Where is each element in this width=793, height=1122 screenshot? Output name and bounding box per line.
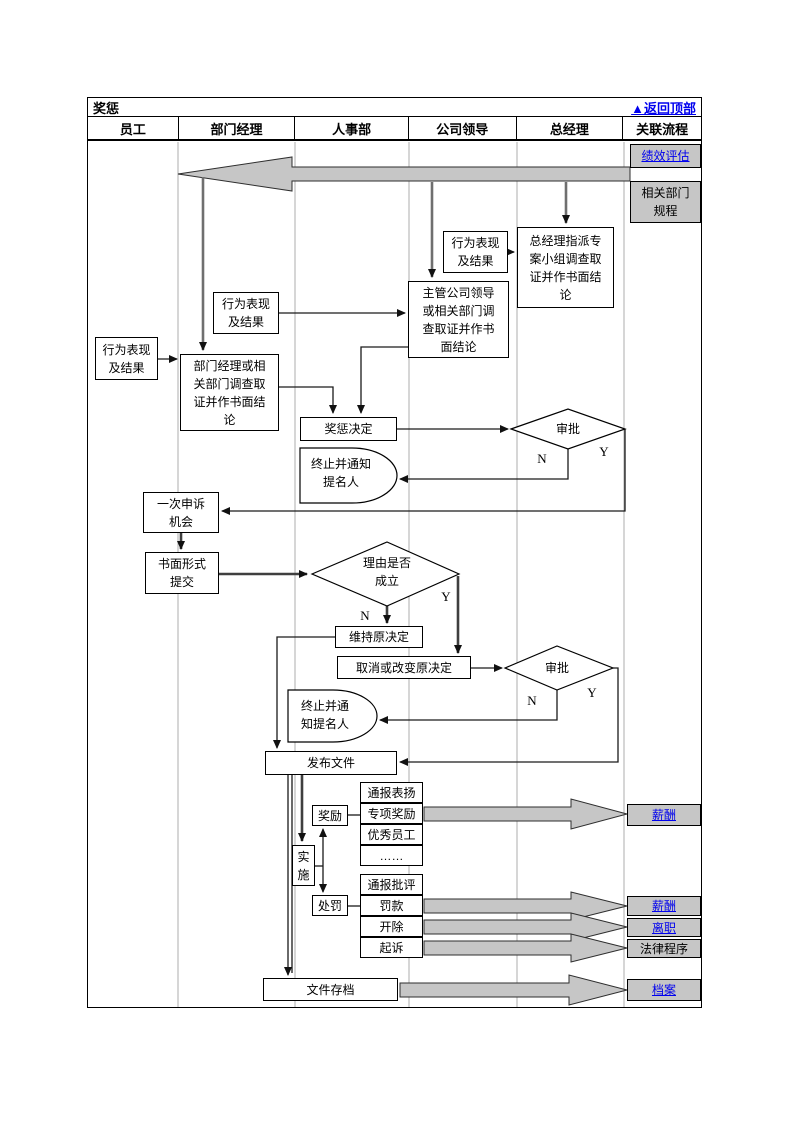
node-archive-file: 文件存档	[263, 978, 398, 1001]
up-triangle-icon: ▲	[631, 100, 644, 116]
related-performance-review[interactable]: 绩效评估	[630, 144, 701, 168]
node-reward: 奖励	[312, 805, 348, 826]
performance-review-link[interactable]: 绩效评估	[641, 149, 690, 163]
column-header-dept-manager: 部门经理	[179, 117, 296, 139]
related-dept-rules: 相关部门 规程	[630, 181, 701, 223]
node-behavior-leaders: 行为表现 及结果	[443, 231, 508, 273]
node-gm-investigation: 总经理指派专 案小组调查取 证并作书面结 论	[517, 227, 614, 308]
node-reward-item-praise: 通报表扬	[360, 782, 423, 803]
title-row: 奖惩 ▲返回顶部	[88, 98, 701, 117]
branch-no-3: N	[527, 693, 537, 708]
node-reward-item-excellent: 优秀员工	[360, 824, 423, 845]
node-punish: 处罚	[312, 895, 348, 916]
node-reward-item-special: 专项奖励	[360, 803, 423, 824]
node-appeal-chance: 一次申诉 机会	[143, 492, 219, 533]
column-header-row: 员工 部门经理 人事部 公司领导 总经理 关联流程	[88, 117, 701, 141]
column-header-company-leaders: 公司领导	[409, 117, 517, 139]
node-dept-investigation: 部门经理或相 关部门调查取 证并作书面结 论	[180, 354, 279, 431]
related-resign[interactable]: 离职	[627, 918, 701, 937]
node-behavior-dept-manager: 行为表现 及结果	[213, 292, 279, 334]
related-legal-procedure: 法律程序	[627, 939, 701, 958]
label-reason-valid: 理由是否 成立	[362, 556, 411, 588]
related-archive[interactable]: 档案	[627, 979, 701, 1001]
node-punish-item-fire: 开除	[360, 916, 423, 937]
node-publish-document: 发布文件	[265, 751, 397, 775]
label-approve-1: 审批	[555, 422, 580, 436]
node-written-submit: 书面形式 提交	[145, 552, 219, 594]
related-salary-1[interactable]: 薪酬	[627, 804, 701, 826]
label-terminate-1: 终止并通知 提名人	[310, 457, 371, 489]
node-leader-investigation: 主管公司领导 或相关部门调 查取证并作书 面结论	[408, 281, 509, 358]
branch-yes-2: Y	[441, 589, 451, 604]
column-header-general-manager: 总经理	[517, 117, 624, 139]
branch-yes-1: Y	[599, 444, 609, 459]
branch-yes-3: Y	[587, 685, 597, 700]
node-decision: 奖惩决定	[300, 417, 397, 441]
back-to-top-label: 返回顶部	[643, 100, 696, 116]
archive-link[interactable]: 档案	[651, 983, 676, 997]
branch-no-1: N	[537, 451, 547, 466]
salary-link-1[interactable]: 薪酬	[651, 808, 676, 822]
node-implement: 实 施	[292, 845, 315, 886]
column-header-related-processes: 关联流程	[636, 121, 689, 137]
node-reward-item-more: ……	[360, 845, 423, 866]
node-punish-item-criticize: 通报批评	[360, 874, 423, 895]
column-header-hr: 人事部	[295, 117, 409, 139]
resign-link[interactable]: 离职	[651, 920, 676, 935]
node-punish-item-fine: 罚款	[360, 895, 423, 916]
salary-link-2[interactable]: 薪酬	[651, 899, 676, 913]
node-behavior-employee: 行为表现 及结果	[95, 337, 158, 380]
back-to-top-link[interactable]: ▲返回顶部	[631, 98, 696, 117]
swimlane-table: 奖惩 ▲返回顶部 员工 部门经理 人事部 公司领导 总经理 关联流程	[87, 97, 702, 1008]
node-punish-item-sue: 起诉	[360, 937, 423, 958]
column-header-employee: 员工	[88, 117, 179, 139]
page-title: 奖惩	[93, 100, 120, 116]
node-cancel-decision: 取消或改变原决定	[337, 656, 471, 679]
label-terminate-2: 终止并通 知提名人	[300, 699, 349, 731]
branch-no-2: N	[360, 608, 370, 623]
related-salary-2[interactable]: 薪酬	[627, 896, 701, 916]
label-approve-2: 审批	[544, 661, 569, 675]
node-keep-decision: 维持原决定	[335, 626, 423, 648]
